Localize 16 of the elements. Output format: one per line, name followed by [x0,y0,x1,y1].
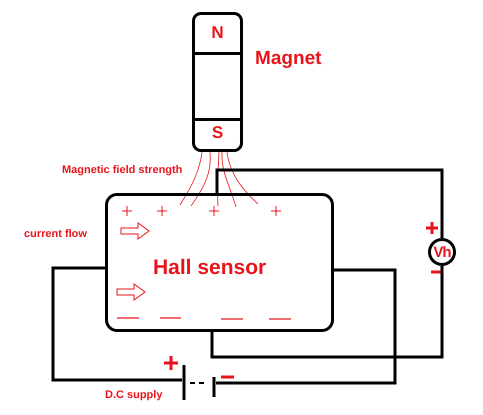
wire [216,168,444,238]
wire [210,266,444,358]
meter-label: Vh [432,244,452,261]
bar-magnet [192,12,243,152]
wire [216,268,396,384]
hall-sensor-box [105,193,334,332]
pole-label: N [210,23,225,43]
annotation-text: Magnetic field strength [62,164,182,176]
wire [52,266,182,382]
annotation-text: current flow [24,228,87,240]
voltmeter-circle [428,238,456,266]
sensor-label: Hall sensor [153,256,266,280]
battery-symbol [182,364,216,401]
component-caption: Magnet [255,48,322,70]
pole-label: S [210,123,224,143]
component-caption: D.C supply [105,389,162,401]
